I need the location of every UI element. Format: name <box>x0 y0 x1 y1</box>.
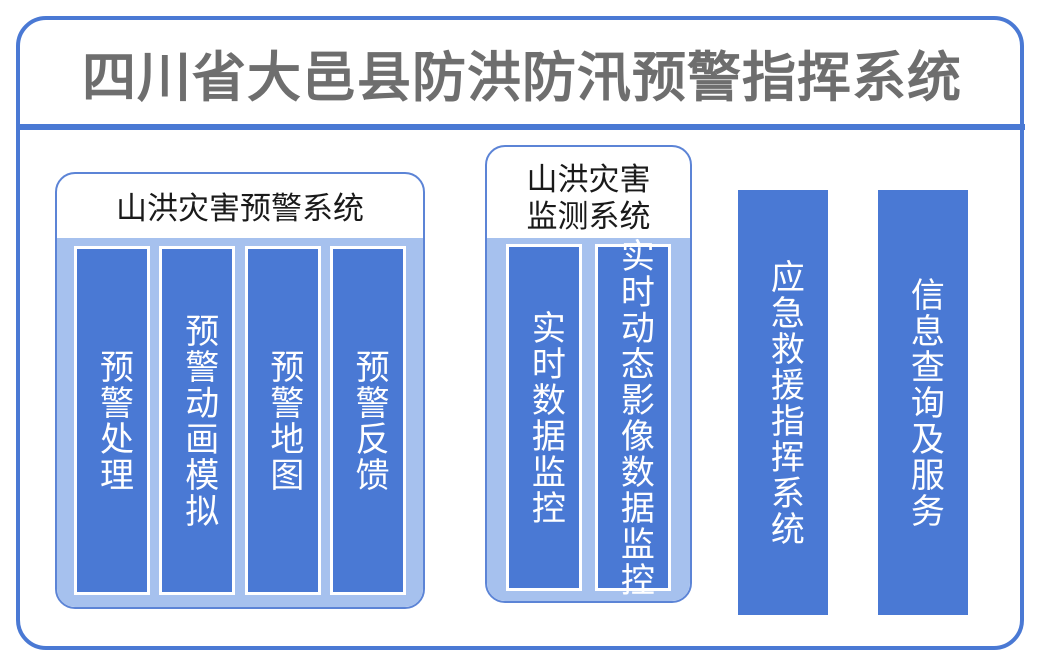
card-realtime-dynamic-image-data-monitoring[interactable]: 实时动态影像数据监控 <box>595 238 671 598</box>
card-warning-animation-simulation[interactable]: 预警动画模拟 <box>159 246 236 595</box>
column-emergency-rescue-command[interactable]: 应急救援指挥系统 <box>738 190 828 615</box>
column-information-query-service[interactable]: 信息查询及服务 <box>878 190 968 615</box>
page-title: 四川省大邑县防洪防汛预警指挥系统 <box>82 46 962 109</box>
header-divider <box>20 124 1025 130</box>
group-panel-monitoring-system[interactable]: 山洪灾害监测系统 实时数据监控 实时动态影像数据监控 <box>485 145 692 603</box>
outer-frame-border <box>16 16 1024 650</box>
group-inner-monitoring-system: 实时数据监控 实时动态影像数据监控 <box>487 238 690 601</box>
group-panel-warning-system[interactable]: 山洪灾害预警系统 预警处理 预警动画模拟 预警地图 预警反馈 <box>55 172 425 609</box>
group-title-monitoring-system: 山洪灾害监测系统 <box>526 162 651 234</box>
card-warning-feedback[interactable]: 预警反馈 <box>329 246 406 595</box>
card-realtime-data-monitoring[interactable]: 实时数据监控 <box>506 244 582 591</box>
card-warning-processing[interactable]: 预警处理 <box>74 246 151 595</box>
group-inner-warning-system: 预警处理 预警动画模拟 预警地图 预警反馈 <box>57 238 423 607</box>
card-warning-map[interactable]: 预警地图 <box>244 246 321 595</box>
group-title-warning-system: 山洪灾害预警系统 <box>116 191 364 226</box>
